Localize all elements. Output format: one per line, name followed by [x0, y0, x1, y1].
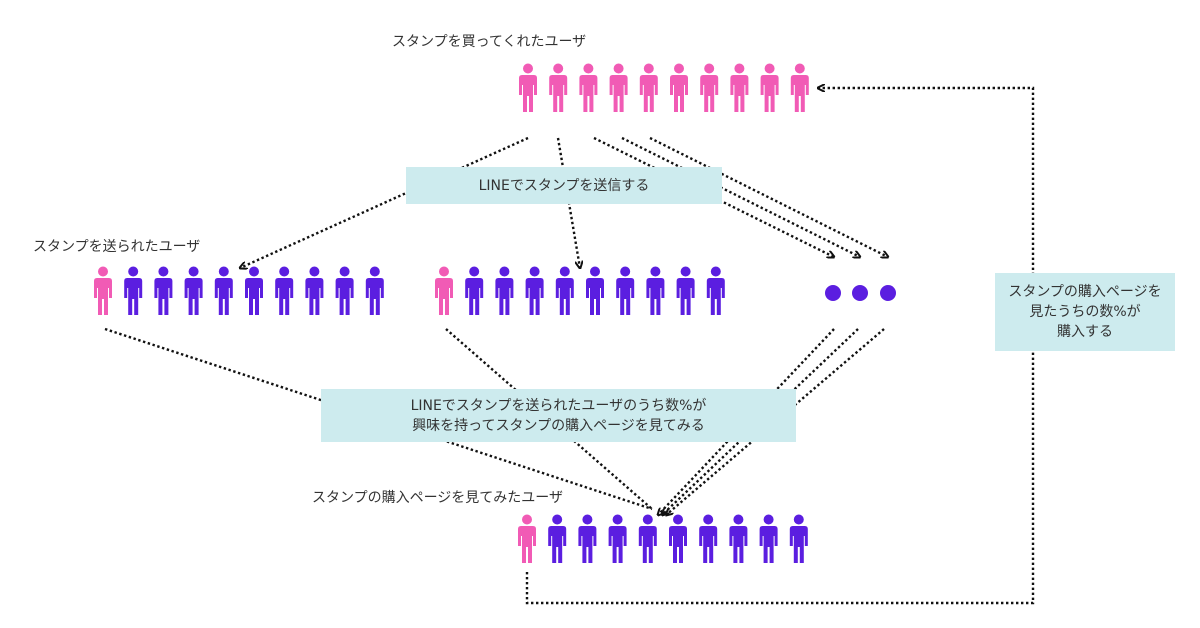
person-icon-buyers-3: [579, 63, 598, 112]
send-callout-text: LINEでスタンプを送信する: [478, 177, 650, 194]
arrow-buyers-to-more-3: [649, 136, 888, 257]
person-icon-viewers-1: [518, 514, 536, 563]
arrow-receivers-a-to-viewers: [104, 327, 653, 511]
person-icon-receivers-b-7: [616, 266, 635, 315]
purchase-callout-line-1: スタンプの購入ページを: [1008, 284, 1162, 300]
send-callout: LINEでスタンプを送信する: [406, 167, 722, 204]
arrow-purchase-loop: [525, 88, 1035, 605]
person-icon-buyers-9: [760, 63, 779, 112]
person-icon-viewers-9: [759, 514, 778, 563]
interest-callout-line-2: 興味を持ってスタンプの購入ページを見てみる: [412, 417, 705, 434]
person-icon-buyers-7: [700, 63, 719, 112]
interest-callout: LINEでスタンプを送られたユーザのうち数%が 興味を持ってスタンプの購入ページ…: [321, 389, 796, 442]
person-icon-viewers-4: [608, 514, 627, 563]
person-icon-receivers-b-1: [435, 266, 453, 315]
person-icon-receivers-b-6: [586, 266, 604, 315]
person-icon-viewers-7: [699, 514, 718, 563]
person-icon-receivers-b-4: [525, 266, 544, 315]
person-icon-buyers-6: [670, 63, 688, 112]
ellipsis-icon: [825, 285, 896, 301]
person-icon-receivers-a-7: [275, 266, 294, 315]
arrows-layer: [104, 88, 1035, 605]
person-icon-buyers-10: [790, 63, 809, 112]
person-icon-receivers-a-3: [154, 266, 173, 315]
purchase-callout-line-2: 見たうちの数%が: [1029, 304, 1141, 320]
person-icon-viewers-5: [638, 514, 657, 563]
person-icon-receivers-b-9: [676, 266, 695, 315]
person-icon-receivers-b-3: [495, 266, 514, 315]
person-icon-viewers-2: [548, 514, 567, 563]
people-layer: [94, 63, 896, 563]
person-icon-receivers-b-8: [646, 266, 665, 315]
person-icon-receivers-a-10: [365, 266, 384, 315]
person-icon-viewers-3: [578, 514, 597, 563]
person-icon-receivers-b-5: [555, 266, 574, 315]
viewers-label: スタンプの購入ページを見てみたユーザ: [312, 490, 564, 506]
arrow-buyers-to-more-2: [621, 136, 860, 257]
person-icon-viewers-10: [789, 514, 808, 563]
person-icon-receivers-a-9: [335, 266, 354, 315]
person-icon-viewers-8: [729, 514, 748, 563]
person-icon-receivers-a-6: [245, 266, 263, 315]
person-icon-buyers-8: [730, 63, 749, 112]
interest-callout-line-1: LINEでスタンプを送られたユーザのうち数%が: [410, 397, 707, 414]
person-icon-receivers-a-1: [94, 266, 112, 315]
person-icon-receivers-b-10: [706, 266, 725, 315]
purchase-callout-line-3: 購入する: [1057, 324, 1113, 340]
purchase-callout: スタンプの購入ページを 見たうちの数%が 購入する: [995, 273, 1175, 351]
person-icon-receivers-a-2: [124, 266, 143, 315]
person-icon-buyers-2: [549, 63, 568, 112]
person-icon-buyers-4: [609, 63, 628, 112]
person-icon-receivers-b-2: [465, 266, 484, 315]
person-icon-buyers-5: [639, 63, 658, 112]
buyers-label: スタンプを買ってくれたユーザ: [392, 34, 587, 50]
person-icon-receivers-a-5: [214, 266, 233, 315]
person-icon-receivers-a-4: [184, 266, 203, 315]
person-icon-viewers-6: [669, 514, 687, 563]
receivers-label: スタンプを送られたユーザ: [33, 239, 201, 255]
person-icon-buyers-1: [519, 63, 537, 112]
person-icon-receivers-a-8: [305, 266, 324, 315]
